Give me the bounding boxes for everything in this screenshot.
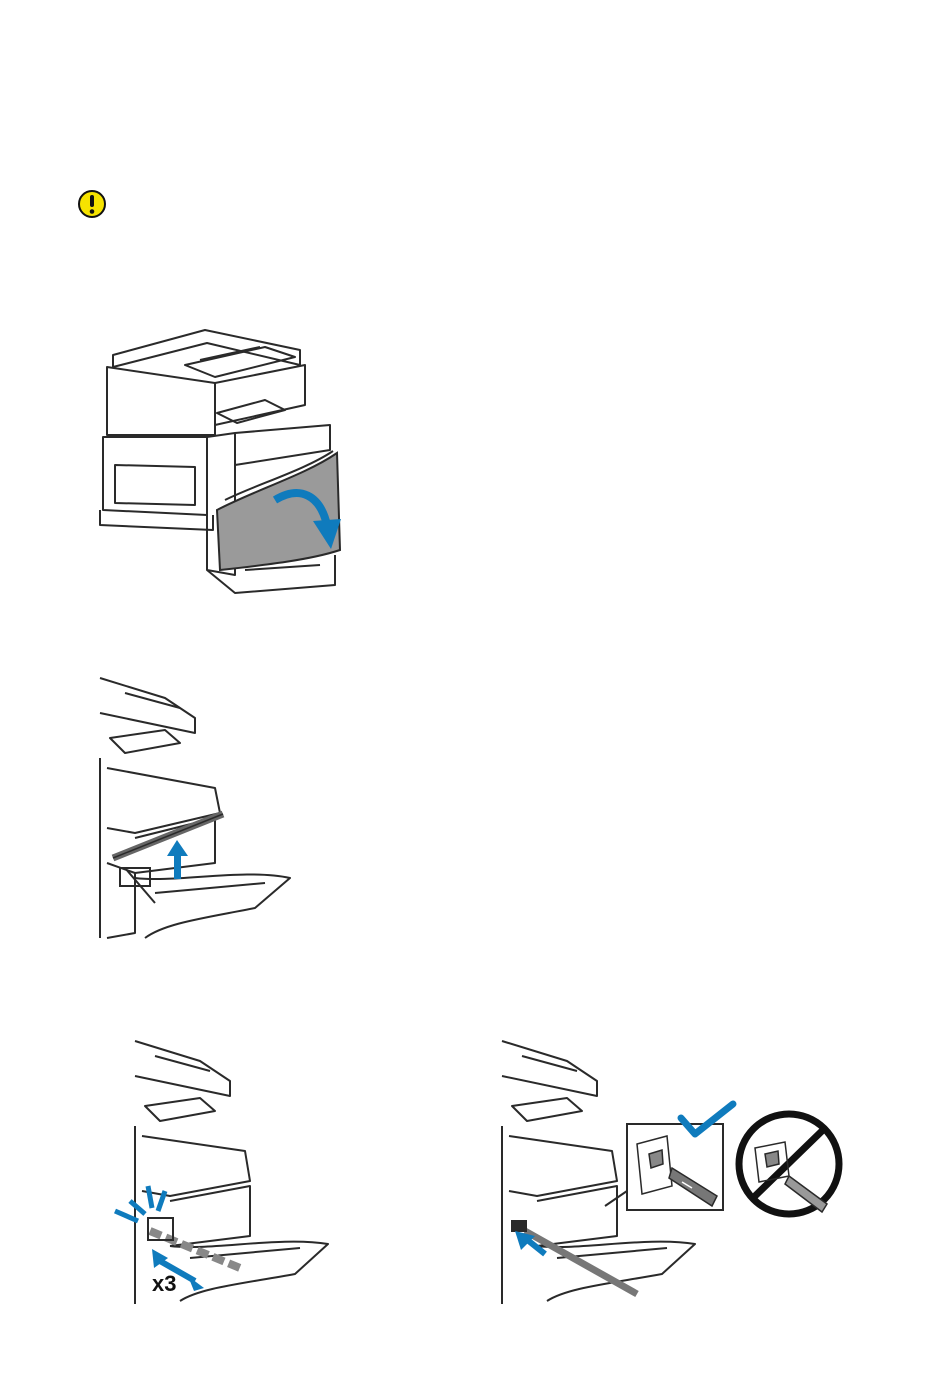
caution-icon	[77, 189, 107, 219]
correct-vs-incorrect-orientation-illustration	[497, 1036, 852, 1306]
repeat-count-label: x3	[152, 1271, 176, 1297]
cleaning-rod-removal-illustration	[95, 668, 300, 943]
printer-open-door-illustration	[95, 325, 345, 600]
cleaning-rod-insert-illustration	[110, 1036, 335, 1306]
